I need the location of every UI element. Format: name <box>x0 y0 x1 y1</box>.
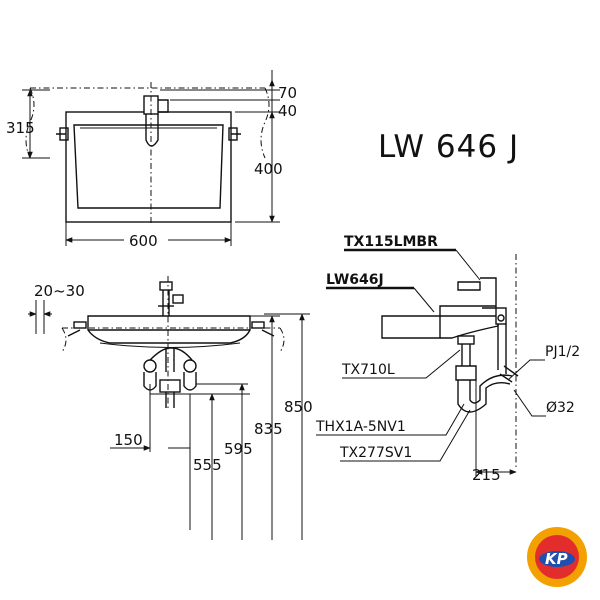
dim-215-label: 215 <box>472 466 501 484</box>
dim-40-label: 40 <box>278 102 297 120</box>
front-view: 20~30 150 555 595 835 850 <box>28 276 313 540</box>
valve-label: TX710L <box>341 362 395 378</box>
trap-label: THX1A-5NV1 <box>315 419 406 435</box>
dim-400-label: 400 <box>254 160 283 178</box>
top-view: 315 70 40 400 600 <box>6 70 297 250</box>
drain-label: TX277SV1 <box>339 445 412 461</box>
pipe-label: PJ1/2 <box>545 344 580 360</box>
basin-label: LW646J <box>326 272 384 288</box>
dim-315-label: 315 <box>6 119 35 137</box>
dim-595-label: 595 <box>224 440 253 458</box>
dim-835-label: 835 <box>254 420 283 438</box>
dim-20-30-label: 20~30 <box>34 282 85 300</box>
dim-70-label: 70 <box>278 84 297 102</box>
logo-text: KP <box>545 550 568 568</box>
kp-logo: KP <box>527 527 587 587</box>
side-view: 215 TX115LMBR LW646J TX710L THX1A-5NV1 T… <box>315 234 580 484</box>
dim-600-label: 600 <box>129 232 158 250</box>
dim-150-label: 150 <box>114 431 143 449</box>
dim-850-label: 850 <box>284 398 313 416</box>
faucet-label: TX115LMBR <box>344 234 438 250</box>
diameter-label: Ø32 <box>546 400 575 416</box>
dim-555-label: 555 <box>193 456 222 474</box>
logo-blue-ring <box>539 551 575 567</box>
model-title: LW 646 J <box>378 129 519 165</box>
